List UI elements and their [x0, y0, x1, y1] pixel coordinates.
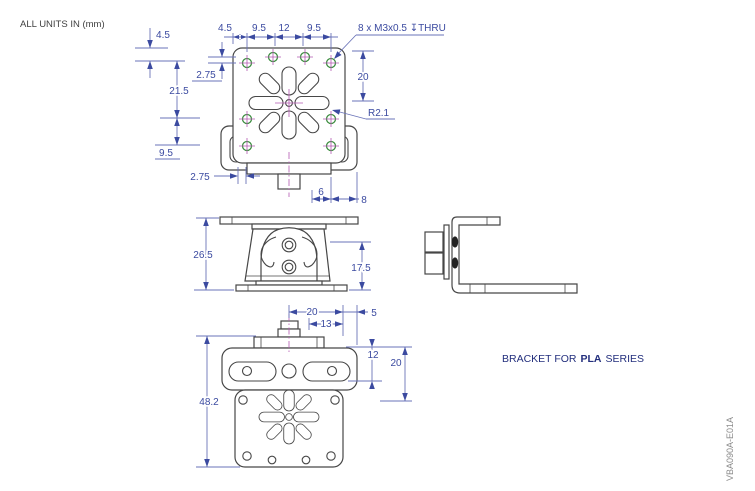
dim-label-row-offset: 2.75	[196, 70, 216, 81]
bottom-view: 48.2 20 13 5 12 20	[196, 305, 412, 468]
dim-label-upper-height: 12	[367, 350, 379, 361]
dim-label-pitch-b: 12	[278, 23, 290, 34]
caption-series: PLA	[580, 353, 601, 365]
dim-bottom-13: 13	[308, 317, 343, 332]
front-view: 26.5 17.5	[192, 216, 373, 292]
bottom-left-slot	[228, 361, 277, 382]
dim-front-overall: 26.5	[192, 217, 234, 291]
side-mount-plate	[443, 224, 450, 280]
side-screw-lower	[451, 257, 459, 269]
dim-label-pitch-a: 9.5	[252, 23, 266, 34]
radius-note-label: R2.1	[368, 108, 390, 119]
dim-label-left-margin: 4.5	[156, 30, 170, 41]
side-motor-block-upper	[424, 231, 444, 253]
radius-note: R2.1	[332, 108, 395, 120]
top-view: 4.5 9.5 12 9.5 4.5 2.75 21.5 9.5	[135, 23, 446, 206]
side-screw-upper	[451, 236, 459, 248]
dim-bottom-20-top: 20	[288, 305, 344, 336]
bottom-center-hole	[281, 363, 297, 379]
thread-note-label: 8 x M3x0.5 ↧THRU	[358, 23, 446, 34]
dim-left-chain: 21.5 9.5	[135, 60, 200, 160]
dim-label-pitch-c: 9.5	[307, 23, 321, 34]
dim-bottom-12: 12	[346, 339, 412, 389]
dim-label-front-overall: 26.5	[193, 250, 213, 261]
caption-prefix: BRACKET FOR	[502, 353, 577, 365]
bottom-plate-holes	[238, 395, 340, 465]
dim-top-chain: 4.5 9.5 12 9.5	[218, 23, 338, 52]
front-top-plate	[219, 216, 359, 225]
dim-row-offset: 2.75	[192, 42, 236, 82]
dim-front-body: 17.5	[330, 241, 373, 291]
front-left-ear	[260, 236, 277, 268]
units-note: ALL UNITS IN (mm)	[20, 19, 105, 30]
side-motor-block-lower	[424, 252, 444, 275]
front-right-ear	[301, 236, 318, 268]
m3-holes	[239, 49, 339, 154]
dim-label-bottom-offset: 2.75	[190, 172, 210, 183]
front-base-neck	[255, 280, 323, 286]
dim-bottom-offset: 2.75	[190, 167, 260, 184]
dim-bottom-48: 48.2	[196, 335, 256, 468]
pivot-hole-lower	[281, 259, 297, 275]
dim-left-margin: 4.5	[135, 28, 170, 78]
dim-label-bottom-a: 6	[318, 187, 324, 198]
slot-flower-pattern	[248, 66, 330, 140]
caption-suffix: SERIES	[605, 353, 644, 365]
dim-label-edge-margin: 5	[371, 308, 377, 319]
thread-note: 8 x M3x0.5 ↧THRU	[334, 23, 446, 59]
dim-label-front-body: 17.5	[351, 263, 371, 274]
dim-label-inner-width: 13	[320, 319, 332, 330]
side-view	[424, 216, 578, 294]
dim-label-right-20: 20	[357, 72, 369, 83]
front-bell	[260, 227, 318, 282]
side-bracket-outline	[451, 216, 578, 294]
bottom-upper-plate	[221, 347, 358, 391]
dim-bottom-chain: 6 8	[311, 172, 367, 206]
dim-bottom-20-right: 20	[380, 347, 412, 402]
dim-label-bottom-b: 8	[361, 195, 367, 206]
dim-right-20: 20	[352, 50, 374, 102]
dim-label-plate-height: 20	[390, 358, 402, 369]
dim-bottom-5: 5	[343, 305, 377, 345]
bottom-flower-pattern	[258, 389, 320, 445]
dim-label-hub-width: 20	[306, 307, 318, 318]
dim-label-row-pitch-b: 9.5	[159, 148, 173, 159]
dim-label-top-margin: 4.5	[218, 23, 232, 34]
dim-label-row-pitch-a: 21.5	[169, 86, 189, 97]
bottom-right-slot	[302, 361, 351, 382]
dim-label-48: 48.2	[199, 397, 219, 408]
front-bottom-plate	[235, 284, 348, 292]
bottom-shaft-tip	[280, 320, 299, 330]
doc-code: VBA090A-E01A	[725, 417, 735, 481]
pivot-hole-upper	[281, 237, 297, 253]
